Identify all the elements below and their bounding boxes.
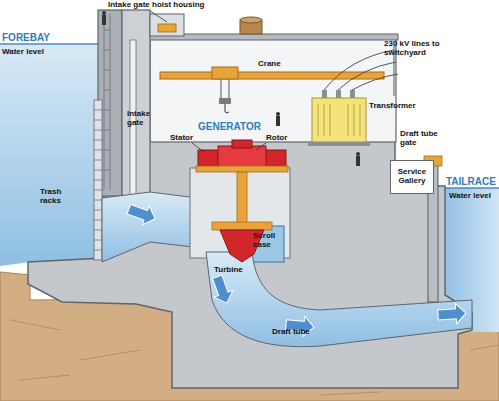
stator-leader bbox=[192, 143, 204, 152]
gate-hoist bbox=[158, 24, 176, 32]
transformer bbox=[312, 98, 366, 142]
part-label: FOREBAY bbox=[2, 32, 50, 43]
crane-hook-block bbox=[219, 98, 231, 104]
part-label: Intake gate hoist housing bbox=[108, 1, 204, 10]
worker-body bbox=[102, 15, 106, 25]
flow-arrow bbox=[437, 303, 466, 325]
powerhouse-superstructure bbox=[150, 38, 396, 142]
forebay-water bbox=[0, 44, 104, 266]
part-label: GENERATOR bbox=[198, 121, 261, 132]
transformer-base bbox=[308, 142, 370, 146]
tower-ladder bbox=[104, 14, 110, 190]
part-label: Turbine bbox=[214, 266, 243, 275]
part-label: Water level bbox=[449, 192, 491, 201]
hoist-leader bbox=[150, 11, 167, 22]
part-label: Crane bbox=[258, 60, 281, 69]
part-label: TAILRACE bbox=[446, 176, 496, 187]
turbine-shaft bbox=[237, 172, 247, 224]
worker-head bbox=[102, 11, 106, 15]
trash-rack-bars bbox=[94, 110, 102, 250]
transformer-bushing bbox=[322, 90, 327, 98]
part-label: Intake gate bbox=[127, 110, 159, 128]
part-label: Scroll case bbox=[253, 232, 283, 250]
part-label: Trash racks bbox=[40, 188, 76, 206]
flow-arrow bbox=[125, 200, 158, 228]
part-label: Draft tube bbox=[272, 328, 310, 337]
rotor bbox=[218, 146, 266, 168]
hoist-housing bbox=[150, 14, 184, 36]
crane-beam bbox=[160, 72, 384, 79]
part-label: Stator bbox=[170, 134, 193, 143]
crane-hook bbox=[225, 104, 229, 113]
flow-arrow bbox=[208, 273, 236, 306]
crane-trolley bbox=[212, 67, 238, 79]
worker-figure bbox=[102, 11, 360, 166]
box-label: Service Gallery bbox=[391, 168, 433, 186]
forebay-water-level bbox=[0, 43, 104, 45]
water-tank-top bbox=[240, 17, 262, 23]
worker-body bbox=[276, 116, 280, 126]
worker-head bbox=[276, 112, 280, 116]
part-label: Water level bbox=[2, 48, 44, 57]
worker-body bbox=[356, 156, 360, 166]
generator-frame bbox=[196, 166, 288, 172]
generator-cap bbox=[232, 140, 252, 148]
part-label: Draft tube gate bbox=[400, 130, 446, 148]
part-label: Transformer bbox=[369, 102, 416, 111]
worker-head bbox=[356, 152, 360, 156]
crane-cables bbox=[221, 79, 229, 98]
wicket-gates bbox=[212, 222, 272, 230]
gallery-box: Service Gallery bbox=[390, 160, 434, 194]
tailrace-water-level bbox=[445, 187, 499, 189]
rotor-leader bbox=[256, 143, 266, 150]
transformer-bushing bbox=[336, 90, 341, 98]
part-label: 230 kV lines to switchyard bbox=[384, 40, 448, 58]
scroll-case bbox=[250, 226, 284, 262]
transformer-bushing bbox=[350, 90, 355, 98]
trash-rack bbox=[94, 100, 102, 260]
transformer-fins bbox=[318, 104, 360, 136]
part-label: Rotor bbox=[266, 134, 287, 143]
